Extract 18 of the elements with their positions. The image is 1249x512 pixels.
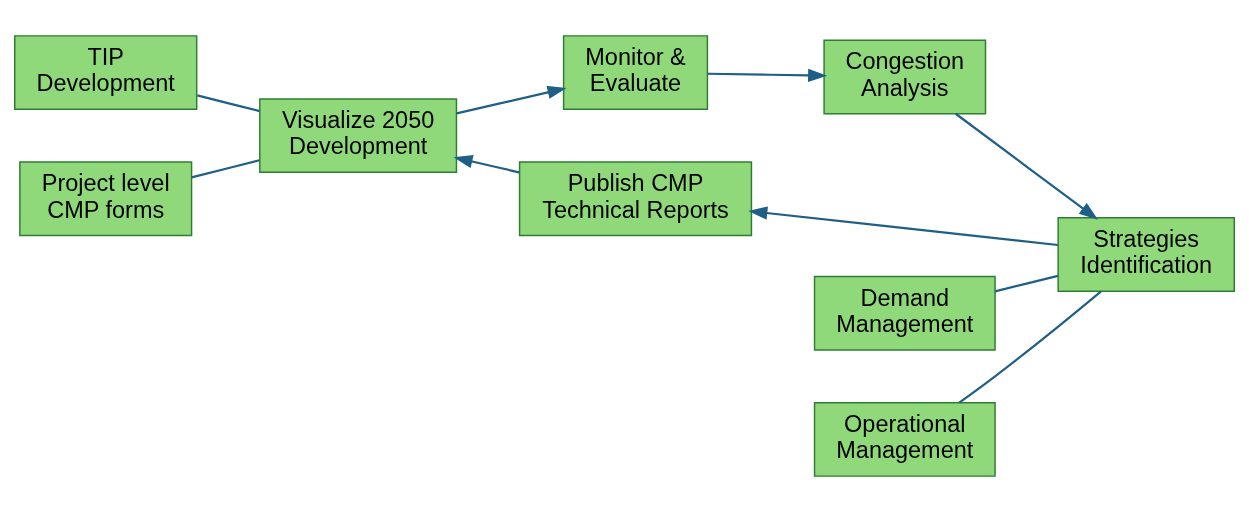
connector — [197, 94, 260, 113]
arrow — [453, 155, 520, 174]
arrow — [707, 68, 828, 83]
node-box: TIP Development — [14, 35, 198, 110]
node-box: Strategies Identification — [1057, 217, 1235, 292]
node-box: Congestion Analysis — [823, 39, 987, 115]
node-box: Monitor & Evaluate — [562, 35, 709, 110]
connector — [994, 274, 1059, 293]
node-box: Demand Management — [813, 275, 996, 351]
node-box: Operational Management — [813, 402, 996, 477]
arrow — [955, 112, 1099, 220]
arrow — [456, 85, 567, 115]
connector — [958, 290, 1102, 404]
node-box: Visualize 2050 Development — [259, 98, 458, 174]
arrow — [748, 206, 1058, 247]
node-box: Publish CMP Technical Reports — [518, 161, 753, 237]
connector — [191, 159, 260, 179]
node-box: Project level CMP forms — [19, 161, 193, 237]
